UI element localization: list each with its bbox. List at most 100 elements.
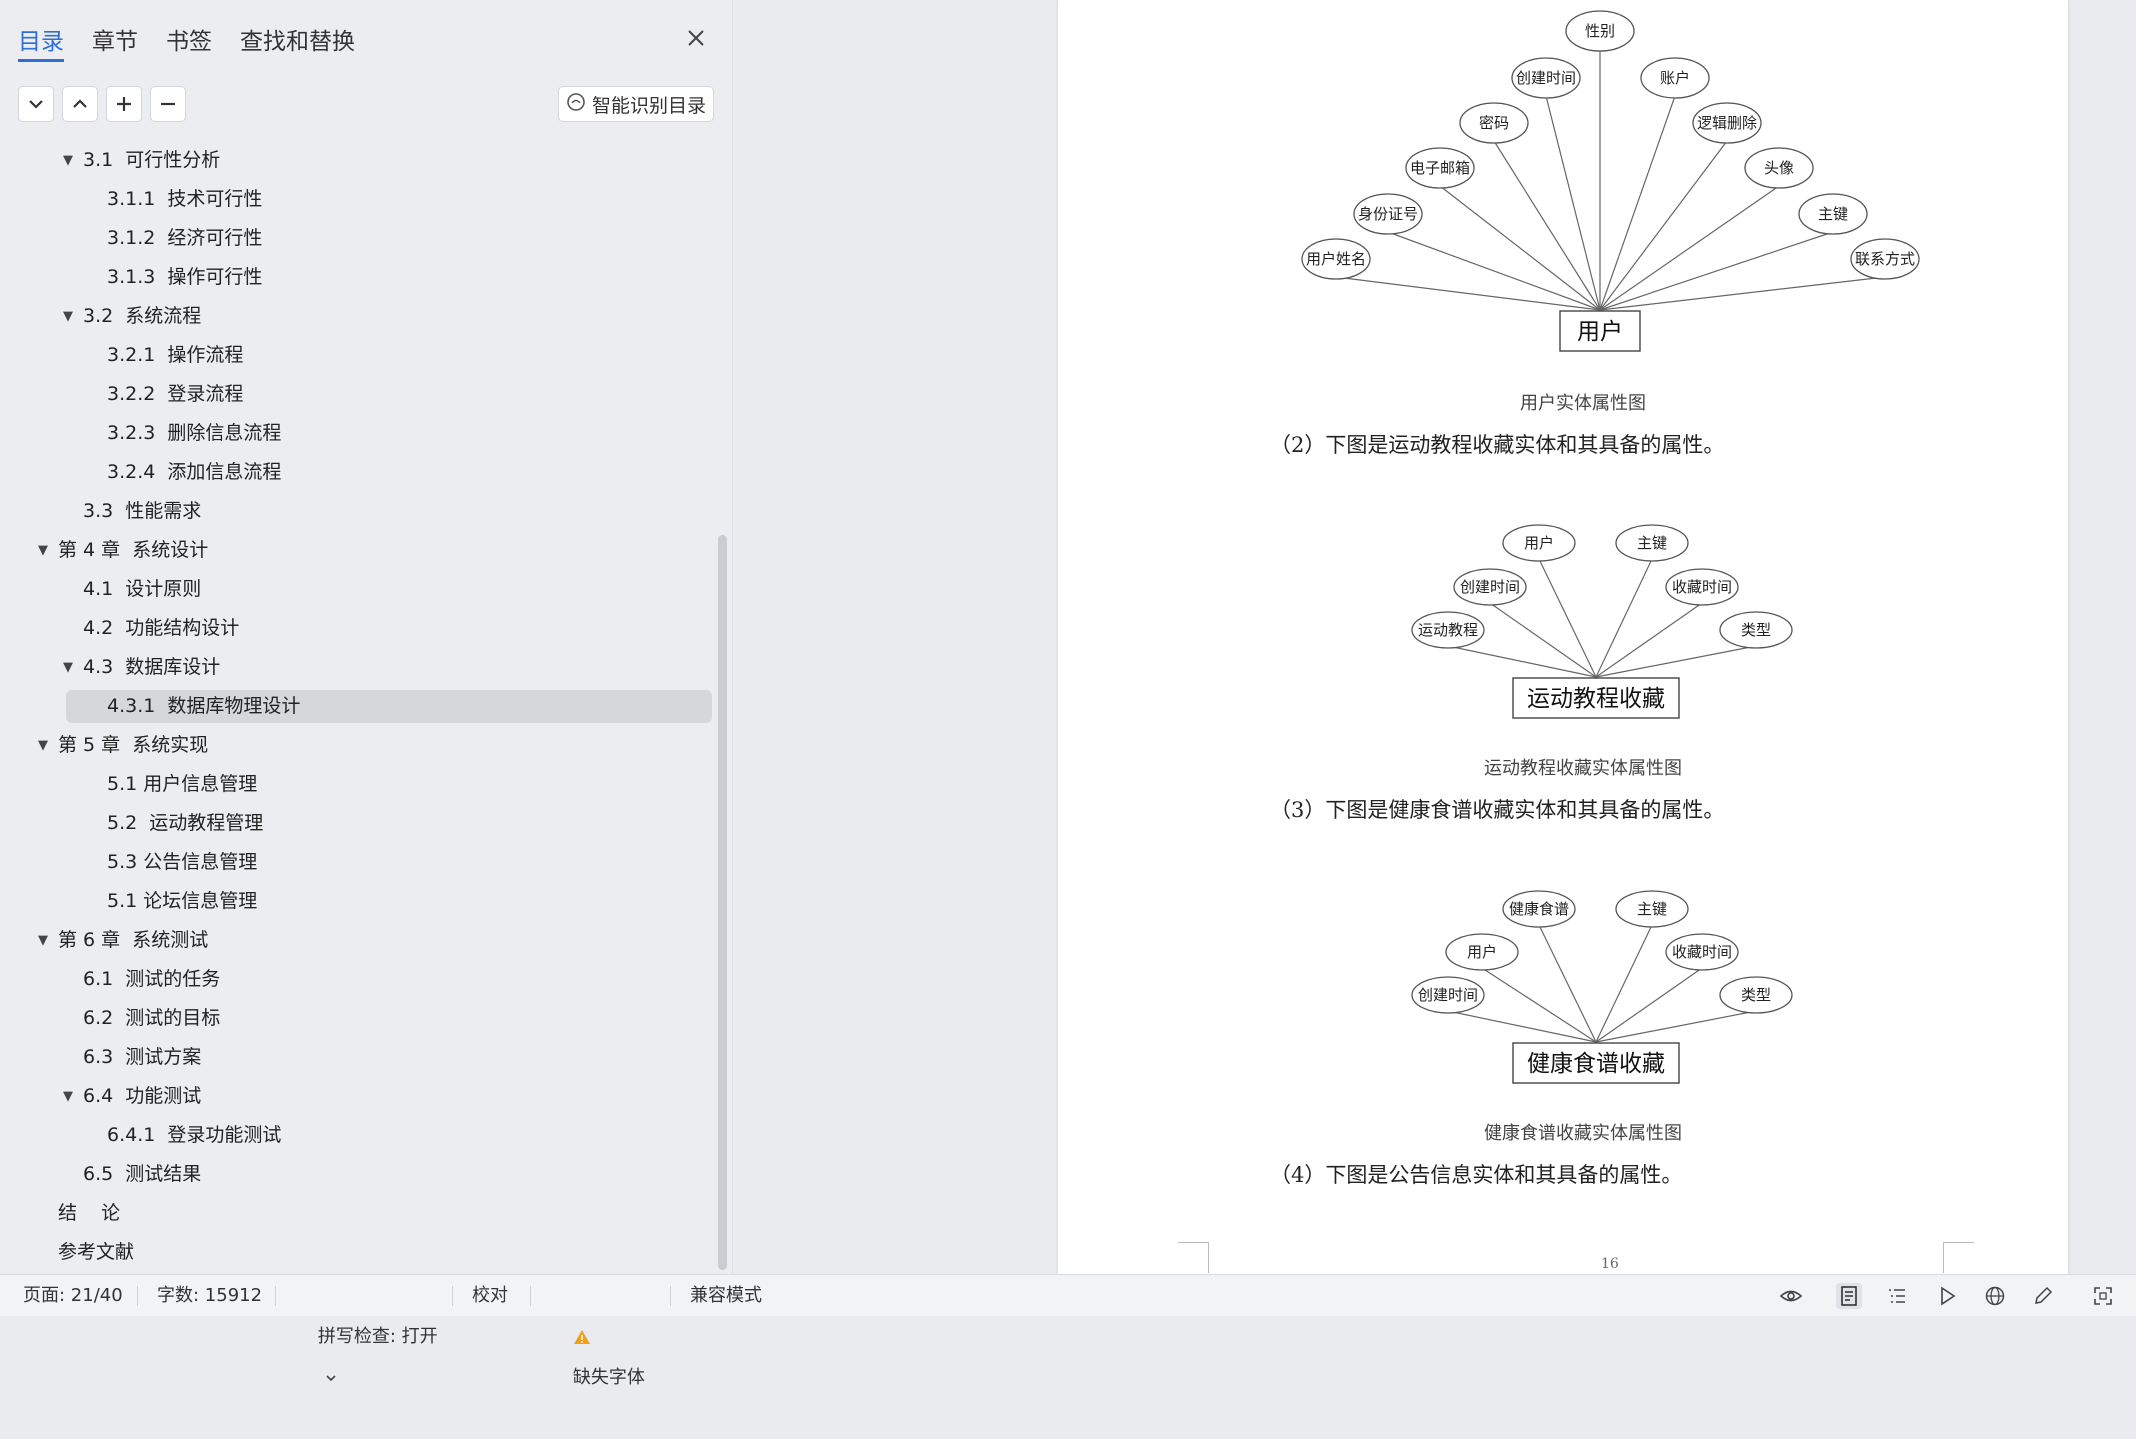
tab-bookmarks[interactable]: 书签 [166,29,212,55]
expand-caret-icon[interactable]: ▼ [38,543,48,558]
attribute-label: 联系方式 [1855,250,1915,268]
close-icon[interactable] [682,24,710,52]
entity-label: 用户 [1577,319,1623,345]
paragraph: （3）下图是健康食谱收藏实体和其具备的属性。 [1270,798,1725,822]
diagram-caption: 健康食谱收藏实体属性图 [1484,1123,1682,1144]
word-count[interactable]: 字数: 15912 [157,1285,263,1306]
toc-item[interactable]: 6.4.1 登录功能测试 [0,1116,716,1155]
toc-item[interactable]: ▼3.1 可行性分析 [0,141,716,180]
play-icon[interactable] [1934,1283,1960,1309]
expand-caret-icon[interactable]: ▼ [63,153,73,168]
toc-item[interactable]: ▼3.2 系统流程 [0,297,716,336]
page-indicator[interactable]: 页面: 21/40 [23,1285,123,1306]
attribute-label: 创建时间 [1516,69,1576,87]
toc-item[interactable]: 3.1.1 技术可行性 [0,180,716,219]
toc-item[interactable]: 6.5 测试结果 [0,1155,716,1194]
toc-item[interactable]: 4.1 设计原则 [0,570,716,609]
toc-item[interactable]: 3.2.2 登录流程 [0,375,716,414]
relationship-line [1447,1010,1597,1043]
toc-item[interactable]: 3.2.1 操作流程 [0,336,716,375]
attribute-ellipse [1719,976,1793,1014]
relationship-line [1595,1010,1757,1043]
globe-icon[interactable] [1982,1283,2008,1309]
toc-item[interactable]: 3.3 性能需求 [0,492,716,531]
fullscreen-icon[interactable] [2090,1283,2116,1309]
attribute-ellipse [1719,611,1793,649]
relationship-line [1439,185,1601,311]
toc-scrollbar[interactable] [718,535,727,1270]
smart-recognize-toc-button[interactable]: 智能识别目录 [558,86,714,122]
toc-item[interactable]: ▼4.3 数据库设计 [0,648,716,687]
toc-item[interactable]: 5.2 运动教程管理 [0,804,716,843]
relationship-line [1599,140,1728,311]
page-corner-mark [1178,1242,1209,1273]
nav-tabs: 目录 章节 书签 查找和替换 [18,22,383,62]
toc-item[interactable]: ▼第 6 章 系统测试 [0,921,716,960]
minus-icon[interactable] [150,86,186,122]
toc-item[interactable]: 结 论 [0,1194,716,1233]
toc-item-label: 6.4 功能测试 [83,1085,202,1107]
plus-icon[interactable] [106,86,142,122]
toc-item-label: 3.1.1 技术可行性 [107,188,263,210]
attribute-ellipse [1411,976,1485,1014]
relationship-line [1599,95,1676,311]
pen-icon[interactable] [2030,1283,2056,1309]
toc-item[interactable]: 参考文献 [0,1233,716,1272]
toc-item[interactable]: 5.1 论坛信息管理 [0,882,716,921]
tab-find-replace[interactable]: 查找和替换 [240,29,355,55]
toc-item[interactable]: 4.3.1 数据库物理设计 [0,687,716,726]
attribute-ellipse [1502,890,1576,928]
toc-item[interactable]: 3.2.3 删除信息流程 [0,414,716,453]
attribute-label: 类型 [1741,986,1771,1004]
toc-item[interactable]: ▼第 4 章 系统设计 [0,531,716,570]
toc-item[interactable]: 6.2 测试的目标 [0,999,716,1038]
attribute-ellipse [1301,238,1371,280]
toc-item[interactable]: 6.3 测试方案 [0,1038,716,1077]
divider [670,1286,671,1306]
toc-item[interactable]: 3.1.3 操作可行性 [0,258,716,297]
er-diagrams: 用户姓名身份证号电子邮箱密码创建时间性别账户逻辑删除头像主键联系方式用户运动教程… [1301,10,1920,1084]
toc-item-label: 5.2 运动教程管理 [107,812,264,834]
toc-item[interactable]: 5.3 公告信息管理 [0,843,716,882]
attribute-ellipse [1615,524,1689,562]
attribute-label: 身份证号 [1358,205,1418,223]
attribute-label: 运动教程 [1418,621,1478,639]
selected-highlight [66,690,712,723]
chevron-up-icon[interactable] [62,86,98,122]
toc-item[interactable]: ▼ 6.4 功能测试 [0,1077,716,1116]
divider [452,1286,453,1306]
toc-item-label: 6.3 测试方案 [83,1046,202,1068]
outline-view-icon[interactable] [1884,1283,1910,1309]
tab-toc[interactable]: 目录 [18,22,64,62]
document-page: 用户姓名身份证号电子邮箱密码创建时间性别账户逻辑删除头像主键联系方式用户运动教程… [1058,0,2068,1274]
toc-item[interactable]: ▼第 5 章 系统实现 [0,726,716,765]
proofread-button[interactable]: 校对 [472,1285,508,1306]
chevron-down-icon[interactable] [18,86,54,122]
expand-caret-icon[interactable]: ▼ [38,933,48,948]
page-corner-mark [1943,1242,1974,1273]
relationship-line [1493,140,1601,311]
expand-caret-icon[interactable]: ▼ [63,309,73,324]
eye-icon[interactable] [1778,1283,1804,1309]
relationship-line [1599,185,1780,311]
spell-check-toggle[interactable]: 拼写检查: 打开 [295,1275,438,1382]
expand-caret-icon[interactable]: ▼ [63,1089,73,1104]
paragraph: （4）下图是公告信息实体和其具备的属性。 [1270,1163,1683,1187]
attribute-ellipse [1798,193,1868,235]
toc-item-label: 3.2.4 添加信息流程 [107,461,282,483]
missing-font-button[interactable]: 缺失字体 [550,1275,645,1388]
tab-chapters[interactable]: 章节 [92,29,138,55]
attribute-ellipse [1665,568,1739,606]
page-view-icon[interactable] [1836,1283,1862,1309]
expand-caret-icon[interactable]: ▼ [63,660,73,675]
compat-mode-label: 兼容模式 [690,1285,762,1306]
attribute-label: 创建时间 [1418,986,1478,1004]
expand-caret-icon[interactable]: ▼ [38,738,48,753]
toc-item[interactable]: 5.1 用户信息管理 [0,765,716,804]
toc-item[interactable]: 4.2 功能结构设计 [0,609,716,648]
toc-item[interactable]: 6.1 测试的任务 [0,960,716,999]
relationship-line [1595,602,1703,678]
toc-item[interactable]: 3.1.2 经济可行性 [0,219,716,258]
toc-item[interactable]: 3.2.4 添加信息流程 [0,453,716,492]
er-diagram: 运动教程创建时间用户主键收藏时间类型运动教程收藏 [1411,524,1793,719]
